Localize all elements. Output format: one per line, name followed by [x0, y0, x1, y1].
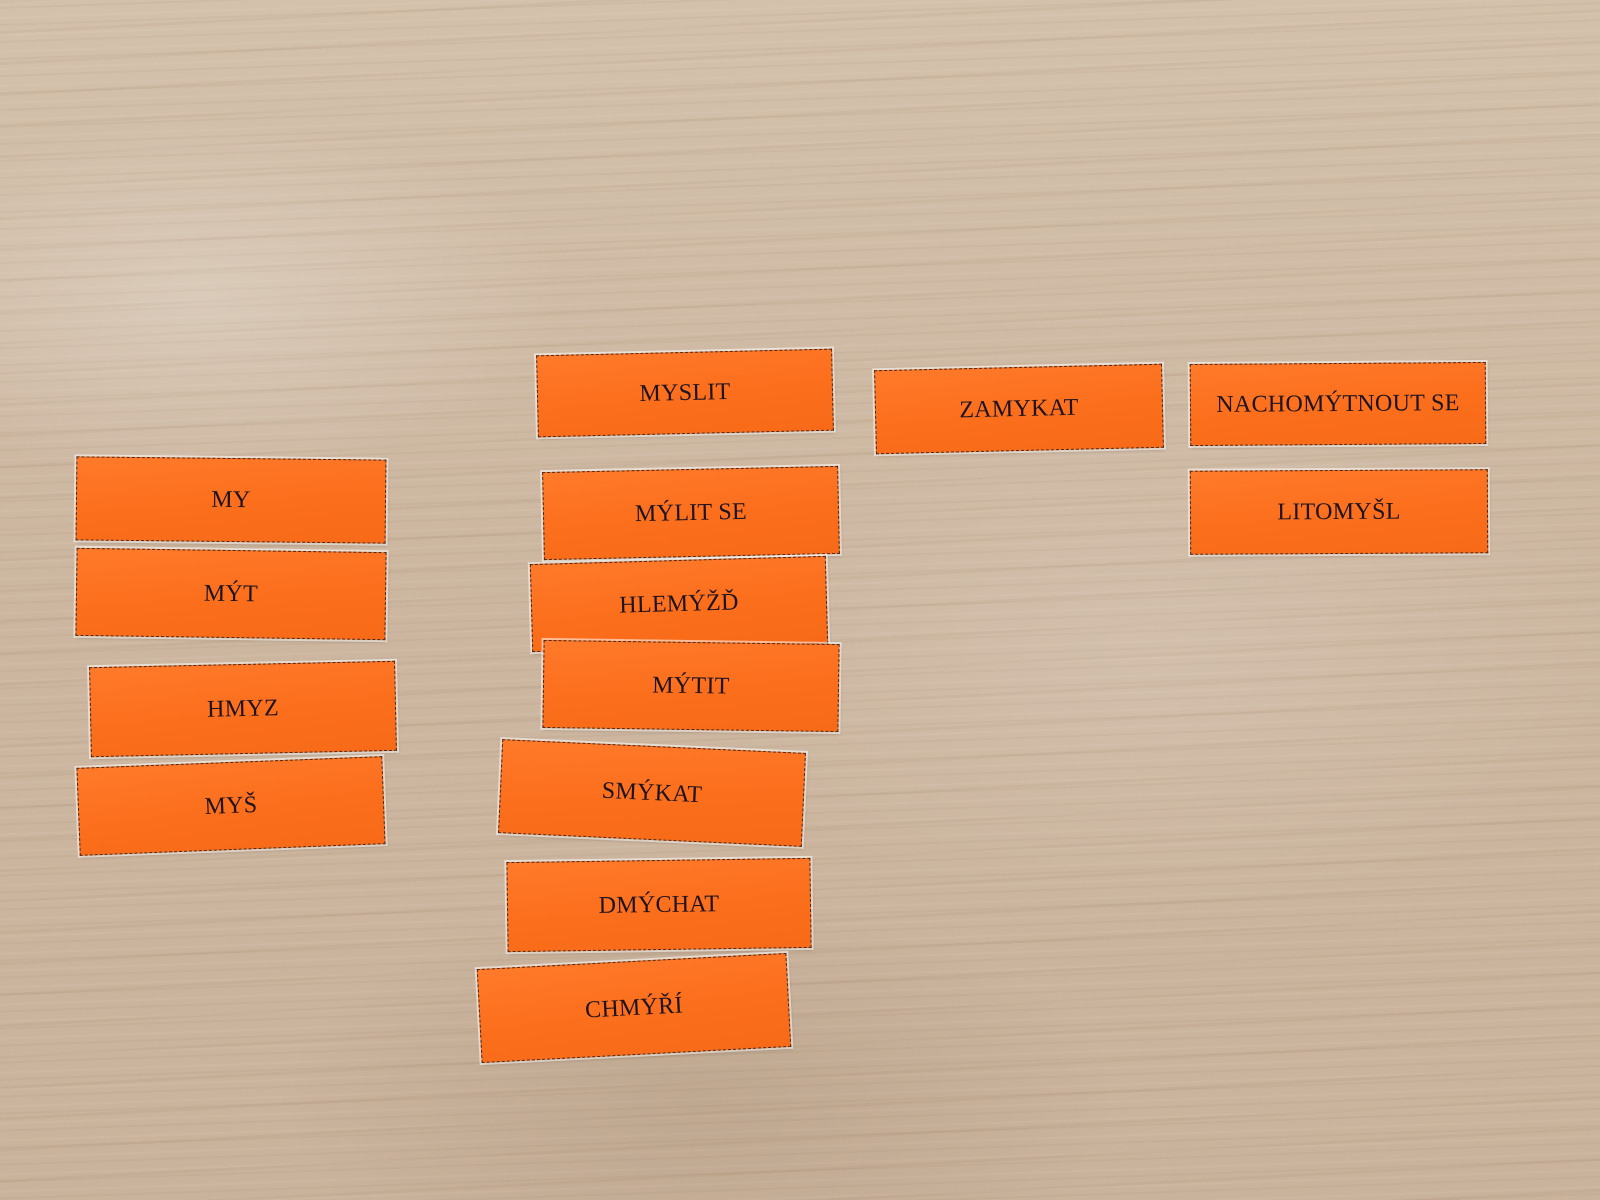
word-card-label: MÝT — [203, 580, 259, 607]
word-card-nachomytnout-se[interactable]: NACHOMÝTNOUT SE — [1189, 361, 1487, 447]
word-card-litomysl[interactable]: LITOMYŠL — [1189, 469, 1489, 555]
word-card-mys[interactable]: MYŠ — [76, 756, 386, 856]
word-card-mylit-se[interactable]: MÝLIT SE — [542, 465, 840, 561]
word-card-dmychat[interactable]: DMÝCHAT — [506, 857, 812, 953]
word-card-myt[interactable]: MÝT — [75, 547, 387, 641]
word-card-label: LITOMYŠL — [1277, 498, 1401, 525]
word-card-label: MÝTIT — [652, 671, 730, 700]
word-card-chmyri[interactable]: CHMÝŘÍ — [476, 952, 792, 1064]
word-card-hlemyzd[interactable]: HLEMÝŽĎ — [529, 555, 829, 653]
word-card-label: NACHOMÝTNOUT SE — [1216, 389, 1460, 418]
word-card-my[interactable]: MY — [75, 456, 387, 544]
word-card-zamykat[interactable]: ZAMYKAT — [874, 363, 1164, 455]
word-card-label: HMYZ — [206, 694, 280, 723]
word-card-label: SMÝKAT — [601, 777, 703, 808]
word-card-smykat[interactable]: SMÝKAT — [498, 739, 806, 847]
word-card-label: MY — [211, 486, 251, 513]
word-card-myslit[interactable]: MYSLIT — [536, 348, 834, 438]
word-card-mytit[interactable]: MÝTIT — [542, 639, 840, 733]
word-card-label: MYSLIT — [639, 378, 731, 407]
word-card-label: CHMÝŘÍ — [584, 991, 684, 1024]
word-card-label: HLEMÝŽĎ — [618, 588, 740, 619]
word-card-label: MYŠ — [204, 791, 258, 820]
word-card-hmyz[interactable]: HMYZ — [89, 660, 397, 758]
word-card-label: DMÝCHAT — [598, 890, 720, 919]
word-card-label: MÝLIT SE — [634, 498, 748, 527]
word-card-label: ZAMYKAT — [958, 394, 1079, 423]
